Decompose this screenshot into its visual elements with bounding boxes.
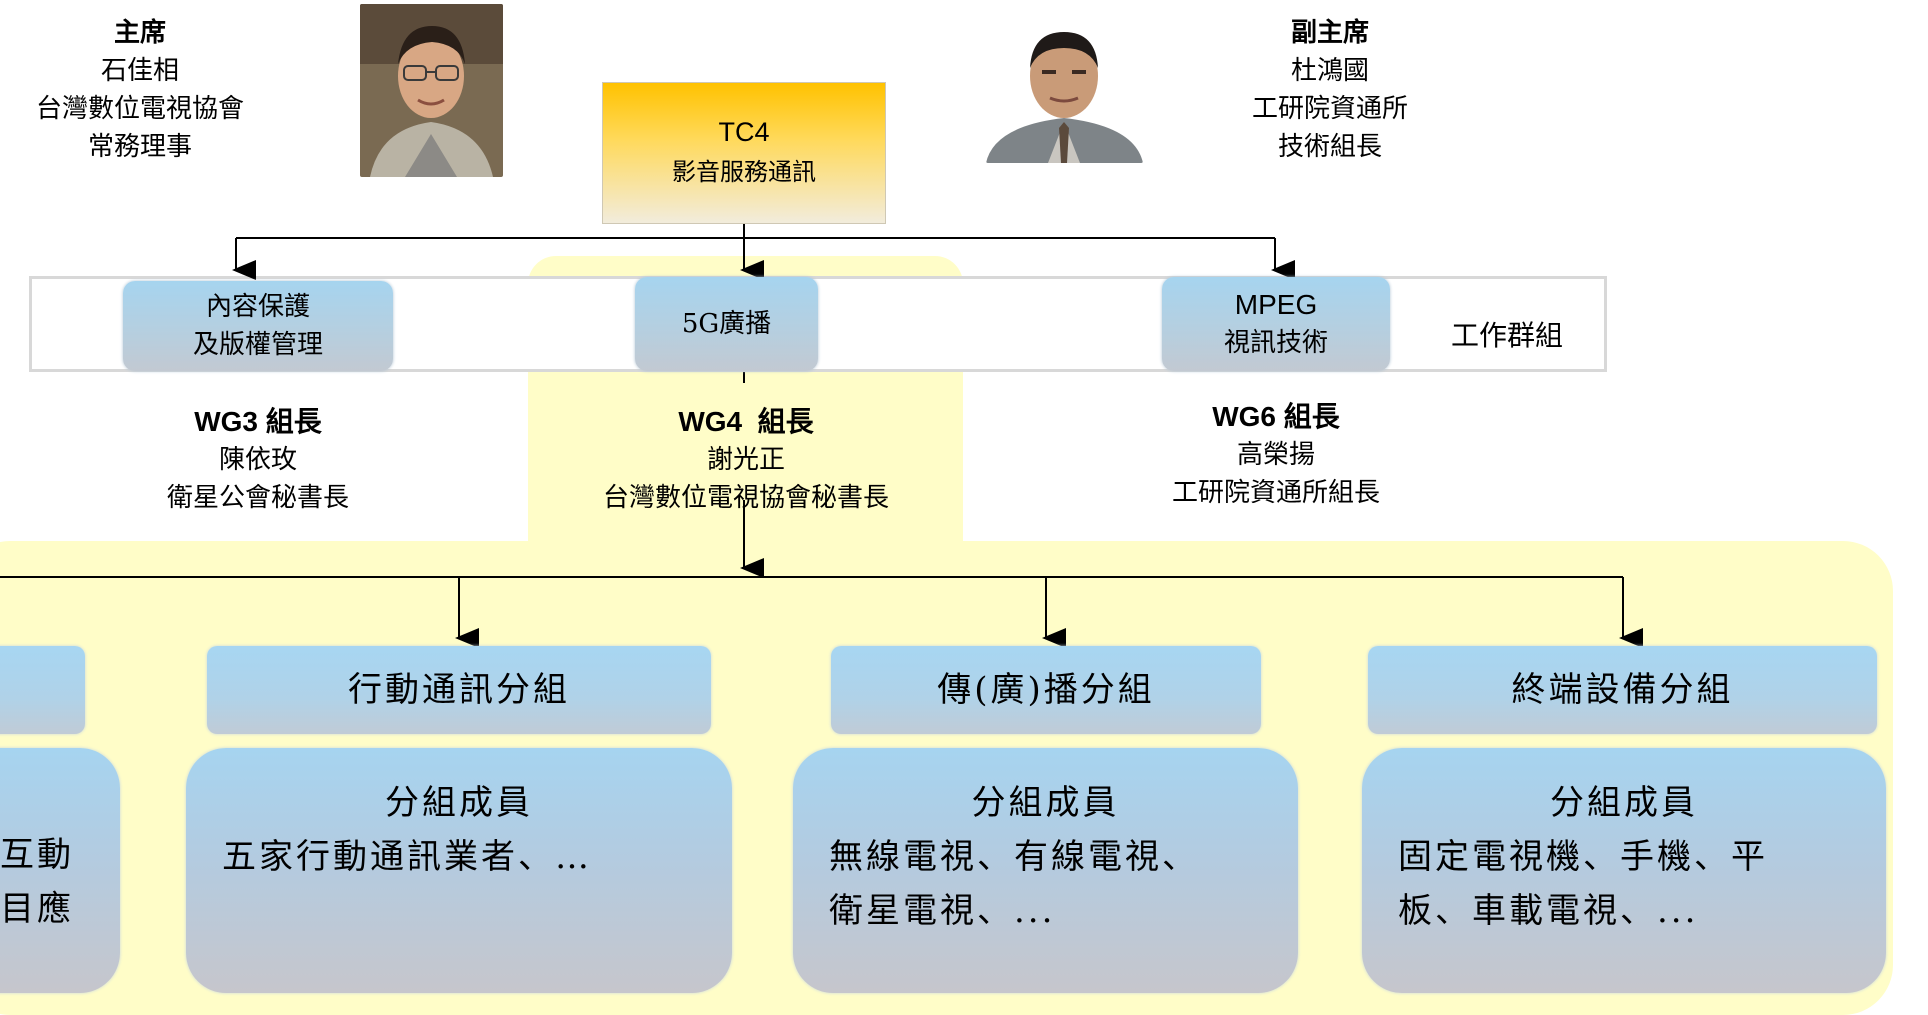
vice-chair-title: 副主席 — [1290, 18, 1369, 48]
working-groups-label: 工作群組 — [1451, 319, 1564, 352]
subgroup-header-cut — [0, 646, 85, 734]
tc4-box: TC4 影音服務通訊 — [602, 82, 886, 224]
chair-portrait-image — [360, 4, 503, 177]
wg6-lead-role: 工研院資通所組長 — [1171, 478, 1380, 508]
subgroup-2-name: 傳(廣)播分組 — [937, 670, 1155, 710]
wg3-line2: 及版權管理 — [192, 330, 323, 360]
wg3-lead-title: WG3 組長 — [194, 406, 322, 437]
member-box-cut: 互動 目應 — [0, 748, 120, 993]
wg3-box: 內容保護 及版權管理 — [123, 281, 393, 371]
vice-chair-caption: 副主席 杜鴻國 工研院資通所 技術組長 — [1190, 14, 1470, 166]
vice-chair-org: 工研院資通所 — [1251, 94, 1408, 124]
member-2-line1: 無線電視、有線電視、 — [829, 837, 1199, 877]
wg3-lead-name: 陳依玫 — [218, 445, 297, 475]
member-1-line1: 五家行動通訊業者、… — [222, 837, 592, 877]
member-2-line2: 衛星電視、... — [829, 891, 1056, 931]
chair-name: 石佳相 — [100, 56, 179, 86]
vice-chair-portrait-image — [986, 18, 1143, 163]
chair-photo — [360, 4, 503, 177]
subgroup-header-mobile: 行動通訊分組 — [207, 646, 711, 734]
subgroup-header-broadcast: 傳(廣)播分組 — [831, 646, 1261, 734]
chair-title: 主席 — [113, 18, 166, 48]
wg6-box: MPEG 視訊技術 — [1162, 277, 1390, 371]
chair-caption: 主席 石佳相 台灣數位電視協會 常務理事 — [0, 14, 280, 166]
vice-chair-name: 杜鴻國 — [1290, 56, 1369, 86]
subgroup-3-name: 終端設備分組 — [1511, 670, 1734, 710]
chair-org: 台灣數位電視協會 — [35, 94, 244, 124]
wg6-lead: WG6 組長 高榮揚 工研院資通所組長 — [1110, 398, 1442, 512]
wg6-line2: 視訊技術 — [1223, 328, 1328, 358]
wg6-lead-name: 高榮揚 — [1236, 440, 1315, 470]
wg4-box: 5G廣播 — [635, 277, 818, 371]
wg3-line1: 內容保護 — [205, 292, 310, 322]
wg3-lead-role: 衛星公會秘書長 — [166, 483, 349, 513]
chair-role: 常務理事 — [87, 132, 192, 162]
member-2-title: 分組成員 — [971, 783, 1120, 823]
wg4-lead-role: 台灣數位電視協會秘書長 — [602, 483, 889, 513]
subgroup-1-name: 行動通訊分組 — [348, 670, 570, 710]
wg4-line1: 5G廣播 — [681, 309, 772, 339]
wg4-lead-title: WG4 組長 — [678, 406, 814, 437]
wg4-lead-name: 謝光正 — [706, 445, 785, 475]
member-box-mobile: 分組成員 五家行動通訊業者、… — [186, 748, 732, 993]
wg4-lead: WG4 組長 謝光正 台灣數位電視協會秘書長 — [548, 403, 944, 517]
vice-chair-photo — [986, 18, 1143, 163]
member-3-line2: 板、車載電視、... — [1398, 891, 1699, 931]
subgroup-header-terminal: 終端設備分組 — [1368, 646, 1877, 734]
member-1-title: 分組成員 — [385, 783, 533, 823]
wg6-lead-title: WG6 組長 — [1212, 401, 1340, 432]
member-0-line1: 互動 — [0, 835, 74, 875]
wg6-line1: MPEG — [1234, 289, 1318, 320]
tc4-name: 影音服務通訊 — [672, 158, 816, 186]
member-3-title: 分組成員 — [1550, 783, 1698, 823]
wg3-lead: WG3 組長 陳依玫 衛星公會秘書長 — [100, 403, 416, 517]
member-0-line2: 目應 — [0, 889, 74, 929]
member-box-terminal: 分組成員 固定電視機、手機、平 板、車載電視、... — [1362, 748, 1886, 993]
member-3-line1: 固定電視機、手機、平 — [1398, 837, 1768, 877]
member-box-broadcast: 分組成員 無線電視、有線電視、 衛星電視、... — [793, 748, 1298, 993]
tc4-code: TC4 — [718, 117, 770, 147]
vice-chair-role: 技術組長 — [1277, 132, 1382, 162]
